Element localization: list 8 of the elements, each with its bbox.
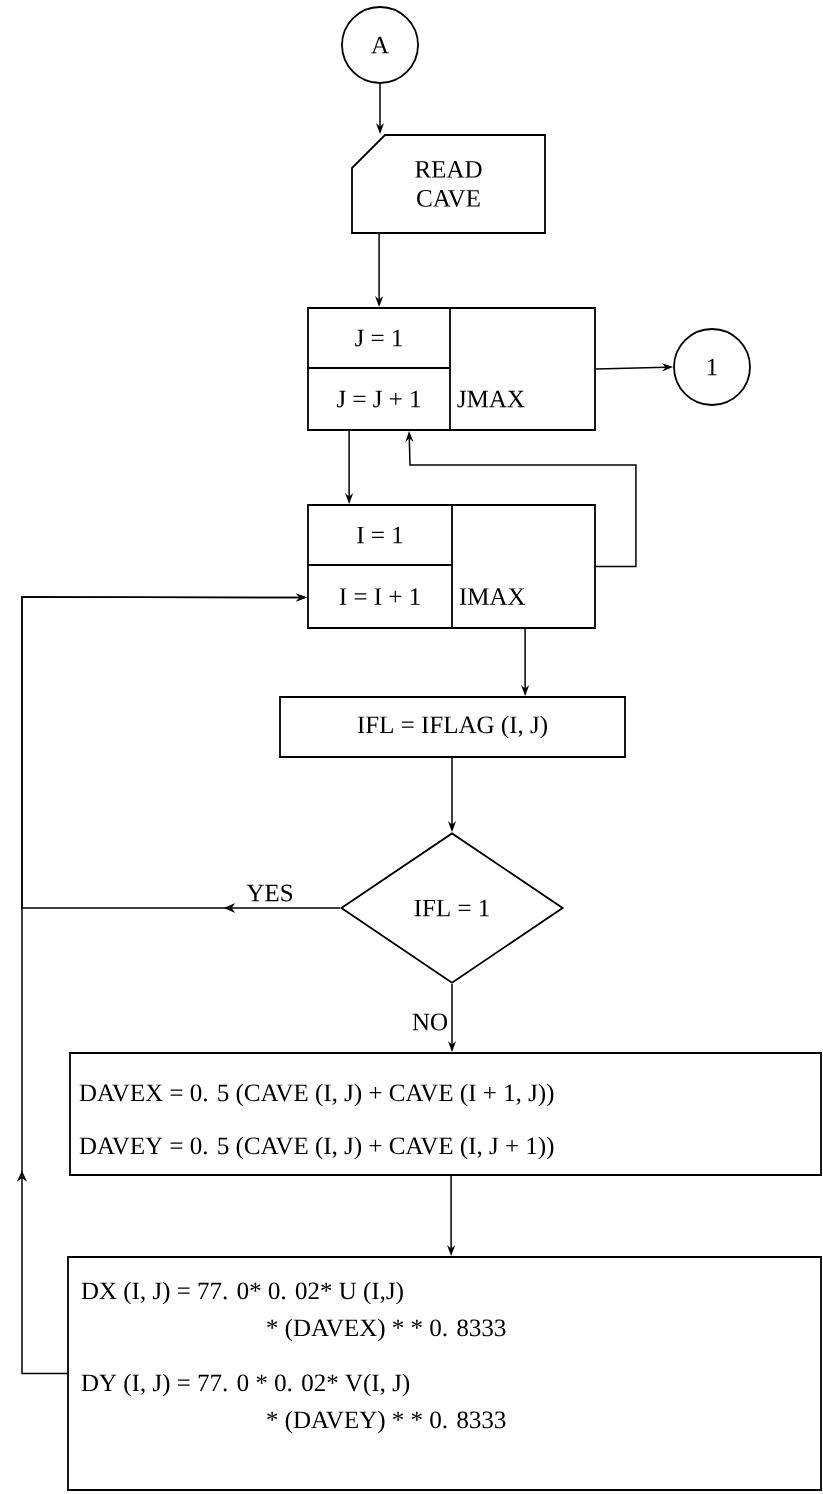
input-card: READ CAVE (351, 134, 546, 234)
loop-box: I = 1 I = I + 1 IMAX (307, 504, 596, 629)
loop-box: J = 1 J = J + 1 JMAX (307, 307, 596, 431)
process-box: IFL = IFLAG (I, J) (279, 696, 626, 758)
process-box: DX (I, J) = 77. 0* 0. 02* U (I,J) * (DAVEX) * * 0. 8333 DY (I, J) = 77. 0 * 0. 02* V(I, J) * (DAVEY) * * 0. 8333 (67, 1256, 822, 1491)
edge-label: YES (245, 883, 295, 903)
process-box: DAVEX = 0. 5 (CAVE (I, J) + CAVE (I + 1, J)) DAVEY = 0. 5 (CAVE (I, J) + CAVE (I, J + 1)) (69, 1052, 822, 1176)
edge-label: NO (410, 1012, 450, 1032)
